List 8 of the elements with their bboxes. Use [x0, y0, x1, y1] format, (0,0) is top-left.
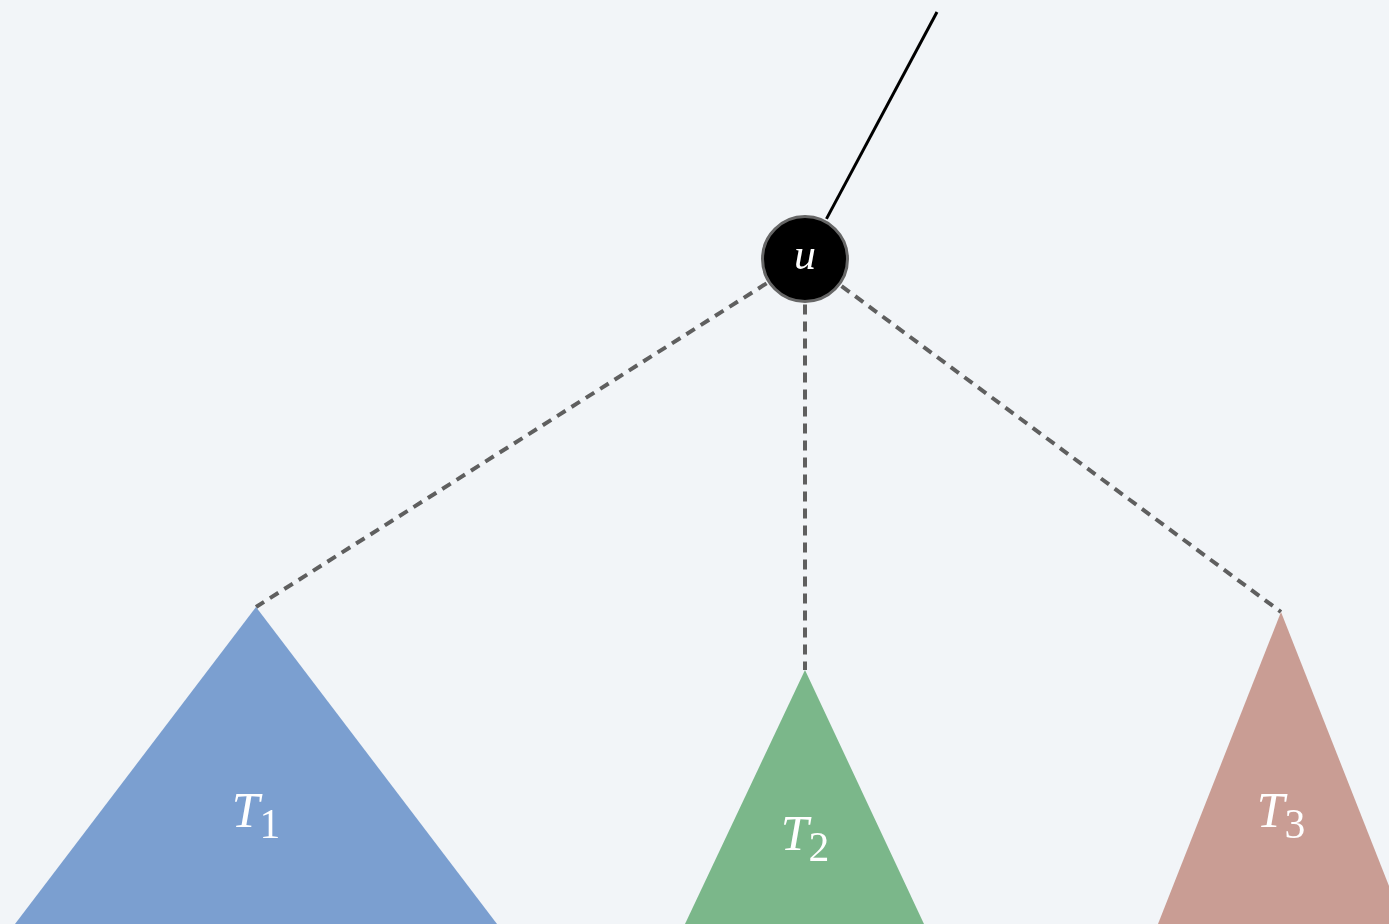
line [825, 11, 939, 220]
subtree-label: T$_{1}$ [231, 784, 281, 846]
subtree-label: T$_{2}$ [780, 807, 830, 869]
dashed-line [803, 304, 807, 670]
dashed-line [254, 281, 768, 609]
dashed-line [840, 284, 1283, 614]
node-label: u [794, 233, 816, 277]
subtree-label: T$_{3}$ [1256, 784, 1306, 846]
